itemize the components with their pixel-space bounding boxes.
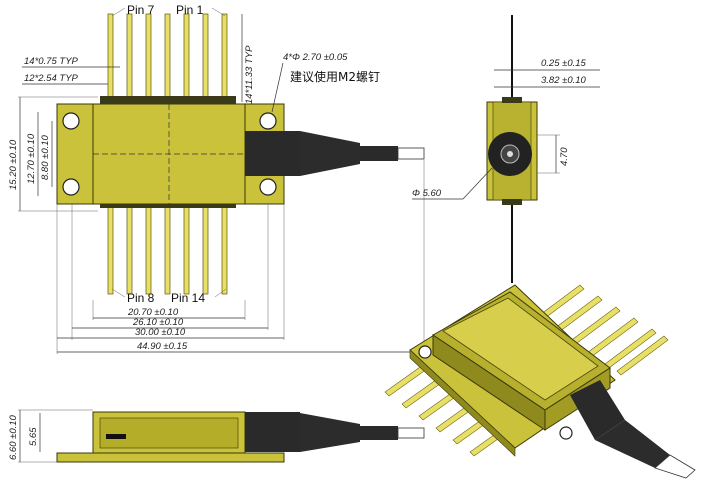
dim-side-4-70: 4.70 bbox=[559, 147, 570, 166]
top-view: Pin 7 Pin 1 Pin 8 Pin 14 14*0.75 TYP 12*… bbox=[8, 3, 425, 354]
lower-pins bbox=[107, 205, 228, 295]
isometric-view bbox=[384, 284, 696, 479]
front-view: 6.60 ±0.10 5.65 bbox=[8, 409, 425, 463]
dim-front-6-60: 6.60 ±0.10 bbox=[8, 414, 19, 460]
mount-hole-tl bbox=[62, 112, 80, 130]
dim-width-30-00: 30.00 ±0.10 bbox=[135, 327, 186, 338]
dim-front-5-65: 5.65 bbox=[28, 427, 39, 446]
mount-hole-br bbox=[259, 178, 277, 196]
mount-hole-tr bbox=[259, 112, 277, 130]
dim-hole-dia: 4*Φ 2.70 ±0.05 bbox=[283, 52, 348, 63]
label-pin7: Pin 7 bbox=[127, 3, 155, 17]
dim-width-20-70: 20.70 ±0.10 bbox=[127, 307, 179, 318]
label-pin14: Pin 14 bbox=[171, 291, 205, 305]
dim-pin-width: 14*0.75 TYP bbox=[24, 56, 79, 67]
side-view: 0.25 ±0.15 3.82 ±0.10 4.70 Φ 5.60 bbox=[412, 15, 600, 283]
dim-width-44-90: 44.90 ±0.15 bbox=[137, 341, 188, 352]
screw-note: 建议使用M2螺钉 bbox=[290, 69, 380, 84]
label-pin8: Pin 8 bbox=[127, 291, 155, 305]
top-fiber bbox=[245, 131, 425, 176]
upper-pins bbox=[107, 13, 228, 103]
dim-pin-pitch: 12*2.54 TYP bbox=[24, 73, 79, 84]
mount-hole-bl bbox=[62, 178, 80, 196]
dim-height-12-70: 12.70 ±0.10 bbox=[26, 133, 37, 184]
dim-width-26-10: 26.10 ±0.10 bbox=[132, 317, 184, 328]
dim-height-15-20: 15.20 ±0.10 bbox=[8, 139, 19, 190]
dim-side-0-25: 0.25 ±0.15 bbox=[541, 58, 587, 69]
dim-pin-length: 14*11.33 TYP bbox=[244, 45, 255, 104]
dim-fiber-dia: Φ 5.60 bbox=[412, 188, 442, 199]
label-pin1: Pin 1 bbox=[176, 3, 204, 17]
dim-height-8-80: 8.80 ±0.10 bbox=[40, 134, 51, 180]
dim-side-3-82: 3.82 ±0.10 bbox=[541, 75, 587, 86]
